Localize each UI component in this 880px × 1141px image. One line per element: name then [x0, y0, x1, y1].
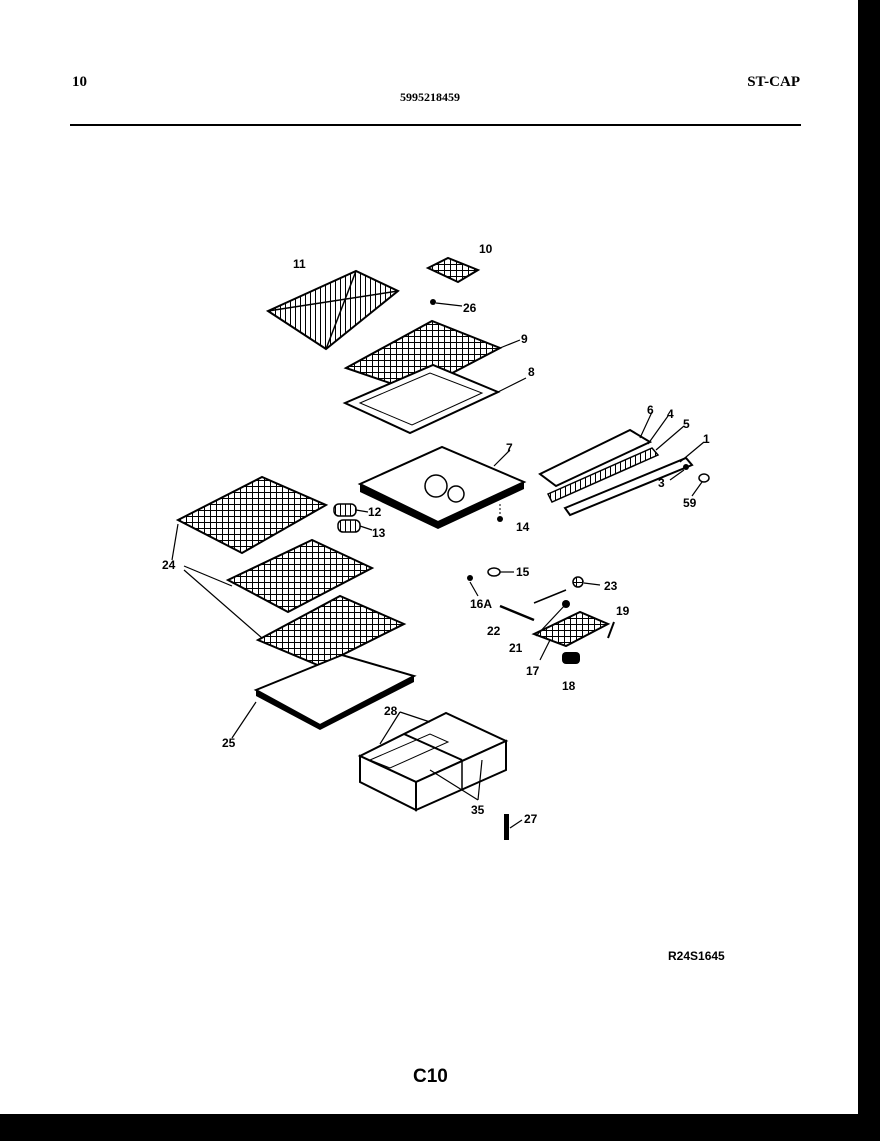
crisper-cover-7	[357, 445, 527, 529]
callout-7: 7	[506, 441, 513, 455]
clip-26	[430, 299, 463, 307]
callout-59: 59	[683, 496, 697, 510]
callout-10: 10	[479, 242, 493, 256]
model-code: ST-CAP	[747, 74, 800, 90]
callout-9: 9	[521, 332, 528, 346]
exploded-view-drawing: 11 10 26 9 8 6 4 5 1 7 3 59 12 13 14 24 …	[162, 242, 710, 840]
callout-13: 13	[372, 526, 386, 540]
page-number: 10	[72, 74, 87, 90]
shelf-frame-25	[231, 653, 417, 739]
control-assembly	[467, 567, 615, 664]
part-number: 5995218459	[400, 90, 460, 104]
shelf-24-top	[175, 475, 329, 555]
drawing-reference-code: R24S1645	[668, 949, 725, 963]
callout-14: 14	[516, 520, 530, 534]
callout-1: 1	[703, 432, 710, 446]
callout-27: 27	[524, 812, 538, 826]
callout-24: 24	[162, 558, 176, 572]
wire-shelf-11	[265, 269, 400, 351]
callout-22: 22	[487, 624, 501, 638]
callout-15: 15	[516, 565, 530, 579]
parts-diagram-sheet: 10 5995218459 ST-CAP	[0, 0, 858, 1114]
fasteners-3-59	[669, 464, 710, 497]
rail-assembly-6-4-5-1	[538, 411, 705, 517]
page-code: C10	[413, 1066, 448, 1087]
callout-19: 19	[616, 604, 630, 618]
callout-3: 3	[658, 476, 665, 490]
callout-16a: 16A	[470, 597, 492, 611]
callout-8: 8	[528, 365, 535, 379]
leader-24	[171, 523, 263, 639]
callout-25: 25	[222, 736, 236, 750]
callout-35: 35	[471, 803, 485, 817]
shelf-24-middle	[225, 538, 375, 614]
callout-23: 23	[604, 579, 618, 593]
callout-5: 5	[683, 417, 690, 431]
callout-28: 28	[384, 704, 398, 718]
callout-18: 18	[562, 679, 576, 693]
callout-4: 4	[667, 407, 674, 421]
crisper-drawers-28	[357, 711, 509, 812]
callout-11: 11	[293, 257, 306, 271]
callout-21: 21	[509, 641, 523, 655]
header-rule	[70, 124, 801, 126]
callout-12: 12	[368, 505, 382, 519]
callout-6: 6	[647, 403, 654, 417]
shelf-24-bottom	[255, 594, 407, 668]
shelf-bracket-10	[425, 256, 481, 284]
callout-26: 26	[463, 301, 477, 315]
shelf-frame-8	[342, 363, 527, 435]
small-parts-12-13-14	[333, 503, 503, 533]
pin-27	[504, 814, 523, 840]
callout-17: 17	[526, 664, 540, 678]
